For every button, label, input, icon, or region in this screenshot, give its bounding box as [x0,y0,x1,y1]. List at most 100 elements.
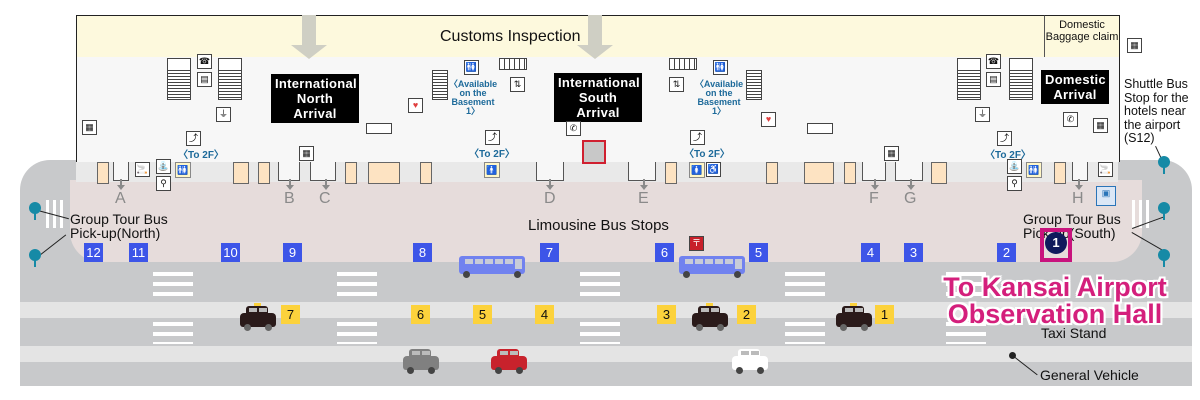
taxi-icon [240,303,276,331]
down-arrow-icon [291,45,327,59]
limousine-bus-icon [459,256,525,278]
smoking-room-icon: 🚬 [135,162,150,177]
taxi-stop-3[interactable]: 3 [657,305,676,324]
taxi-stop-6[interactable]: 6 [411,305,430,324]
bus-stop-pin-icon [29,202,41,220]
customs-inspection-area [76,15,1046,58]
shop [665,162,677,184]
stairs [432,70,448,100]
taxi-stop-5[interactable]: 5 [473,305,492,324]
bus-stop-2[interactable]: 2 [997,243,1016,262]
gate-arrow-icon [546,179,554,190]
gate-d-label: D [544,190,556,207]
aed-icon: ♥ [408,98,423,113]
baggage-service-icon: ▦ [1127,38,1142,53]
power-outlet-icon: ⏚ [975,107,990,122]
crosswalk [580,322,620,344]
bus-stop-7[interactable]: 7 [540,243,559,262]
bus-stop-12[interactable]: 12 [84,243,103,262]
locker-icon: ▤ [986,72,1001,87]
stairs [1009,70,1033,100]
elevator-icon: ⇅ [510,77,525,92]
taxi-stand-label: Taxi Stand [1041,325,1107,341]
crosswalk [785,322,825,344]
baggage-service-icon: ▦ [82,120,97,135]
drinking-fountain-icon: ⛲ [1007,159,1022,174]
restroom-icon: 🚻 [175,162,191,178]
bus-stop-10[interactable]: 10 [221,243,240,262]
limousine-bus-icon [679,256,745,278]
bus-stop-6[interactable]: 6 [655,243,674,262]
crosswalk [580,272,620,300]
gate-arrow-icon [640,179,648,190]
stairs [746,70,762,100]
international-south-arrival-label: International South Arrival [554,73,642,122]
shop [368,162,400,184]
bus-stop-3[interactable]: 3 [904,243,923,262]
crosswalk [1132,200,1150,228]
arrow-shaft [302,15,316,45]
hand-wash-icon: ⚲ [1007,176,1022,191]
shop [931,162,947,184]
arrow-shaft [588,15,602,45]
car-icon [732,349,768,374]
crosswalk [337,272,377,300]
bus-stop-9[interactable]: 9 [283,243,302,262]
escalator-icon: ⤴ [186,131,201,146]
gate-a-label: A [115,190,126,207]
info-phone-icon: ✆ [566,121,581,136]
stairs [218,70,242,100]
baggage-service-icon: ▦ [884,146,899,161]
crosswalk [337,322,377,344]
aed-icon: ♥ [761,112,776,127]
restroom-icon: 🚻 [713,60,728,75]
general-vehicle-label: General Vehicle [1040,367,1139,383]
shop [766,162,778,184]
escalator-to-2f-note: 〈To 2F〉 [178,150,224,161]
locker-icon: ▤ [197,72,212,87]
gates-bank [669,58,697,70]
international-north-arrival-label: International North Arrival [271,74,359,123]
bus-stop-4[interactable]: 4 [861,243,880,262]
down-arrow-icon [577,45,613,59]
crosswalk [785,272,825,300]
crosswalk [153,322,193,344]
shop [97,162,109,184]
escalator-to-2f-note: 〈To 2F〉 [985,150,1031,161]
observation-hall-label[interactable]: To Kansai Airport Observation Hall [943,272,1167,329]
general-vehicle-lane [20,346,1192,362]
bus-stop-5[interactable]: 5 [749,243,768,262]
taxi-stop-4[interactable]: 4 [535,305,554,324]
telephone-icon: ☎ [197,54,212,69]
baby-care-icon: ♿ [706,162,721,177]
gate-e-label: E [638,190,649,207]
domestic-baggage-label: Domestic Baggage claim [1045,19,1119,43]
telephone-icon: ☎ [986,54,1001,69]
gate-arrow-icon [322,179,330,190]
shop [420,162,432,184]
exit-passage [310,162,336,181]
bus-stop-8[interactable]: 8 [413,243,432,262]
observation-hall-bus-stop-1[interactable]: 1 [1045,232,1067,254]
shop [233,162,249,184]
crosswalk [946,322,986,344]
taxi-stop-7[interactable]: 7 [281,305,300,324]
highlight-box [1040,228,1072,262]
stairs [957,70,981,100]
smoking-room-icon: 🚬 [1098,162,1113,177]
crosswalk [153,272,193,300]
arrival-hall-exit-zone [76,162,1118,182]
shop [804,162,834,184]
counter [807,123,833,134]
taxi-icon [836,303,872,331]
gate-arrow-icon [871,179,879,190]
taxi-stop-1[interactable]: 1 [875,305,894,324]
taxi-stop-2[interactable]: 2 [737,305,756,324]
bus-stop-pin-icon [1158,249,1170,267]
bus-stop-11[interactable]: 11 [129,243,148,262]
bus-stop-pin-icon [1158,202,1170,220]
gate-arrow-icon [907,179,915,190]
power-outlet-icon: ⏚ [216,107,231,122]
gate-arrow-icon [117,179,125,190]
gate-f-label: F [869,190,879,207]
